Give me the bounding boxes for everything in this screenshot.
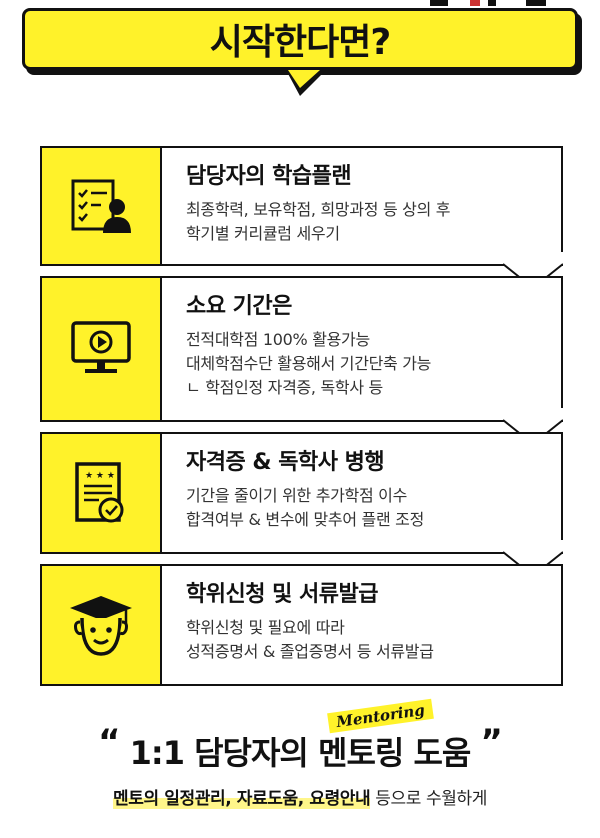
step-line: 학위신청 및 필요에 따라: [186, 618, 345, 637]
step-line: 대체학점수단 활용해서 기간단축 가능: [186, 354, 432, 373]
headline-text: 1:1 담당자의 멘토링 도움: [129, 734, 472, 772]
step-line: ㄴ 학점인정 자격증, 독학사 등: [186, 378, 383, 397]
step-icon-box: [42, 566, 162, 684]
monitor-play-icon: [71, 321, 131, 373]
graduate-face-icon: [70, 596, 132, 656]
step-card-duration: 소요 기간은 전적대학점 100% 활용가능 대체학점수단 활용해서 기간단축 …: [40, 276, 563, 444]
decorative-illustration-fragment: [430, 0, 546, 6]
svg-text:★ ★ ★: ★ ★ ★: [85, 471, 115, 481]
step-line: 성적증명서 & 졸업증명서 등 서류발급: [186, 642, 434, 661]
notch-arrow: [503, 540, 563, 576]
step-line: 전적대학점 100% 활용가능: [186, 330, 370, 349]
subtext-highlight: 멘토의 일정관리, 자료도움, 요령안내: [113, 789, 371, 809]
step-icon-box: [42, 278, 162, 420]
step-line: 학기별 커리큘럼 세우기: [186, 224, 340, 243]
step-title: 자격증 & 독학사 병행: [186, 450, 385, 475]
open-quote: “: [98, 722, 120, 762]
step-card-degree-application: 학위신청 및 서류발급 학위신청 및 필요에 따라 성적증명서 & 졸업증명서 …: [40, 564, 563, 686]
header-banner: 시작한다면?: [0, 0, 600, 100]
step-card-certificate: ★ ★ ★ 자격증 & 독학사 병행 기간을 줄이기 위한 추가학점 이수 합격…: [40, 432, 563, 576]
step-line: 최종학력, 보유학점, 희망과정 등 상의 후: [186, 200, 451, 219]
notch-arrow: [503, 408, 563, 444]
notch-arrow: [503, 252, 563, 288]
subtext-rest: 등으로 수월하게: [370, 789, 487, 809]
step-card-learning-plan: 담당자의 학습플랜 최종학력, 보유학점, 희망과정 등 상의 후 학기별 커리…: [40, 146, 563, 288]
speech-tail: [286, 70, 326, 96]
step-icon-box: [42, 148, 162, 264]
step-title: 소요 기간은: [186, 294, 292, 319]
certificate-icon: ★ ★ ★: [75, 462, 124, 523]
close-quote: ”: [480, 722, 503, 762]
banner-box: 시작한다면?: [22, 8, 578, 70]
step-line: 합격여부 & 변수에 맞추어 플랜 조정: [186, 510, 424, 529]
step-title: 학위신청 및 서류발급: [186, 582, 378, 607]
mentoring-subtext: 멘토의 일정관리, 자료도움, 요령안내 등으로 수월하게: [0, 784, 600, 809]
step-icon-box: ★ ★ ★: [42, 434, 162, 552]
step-title: 담당자의 학습플랜: [186, 164, 352, 189]
banner-title: 시작한다면?: [209, 22, 391, 63]
step-line: 기간을 줄이기 위한 추가학점 이수: [186, 486, 408, 505]
mentoring-headline: “ 1:1 담당자의 멘토링 도움 ”: [0, 722, 600, 774]
checklist-person-icon: [71, 179, 131, 233]
